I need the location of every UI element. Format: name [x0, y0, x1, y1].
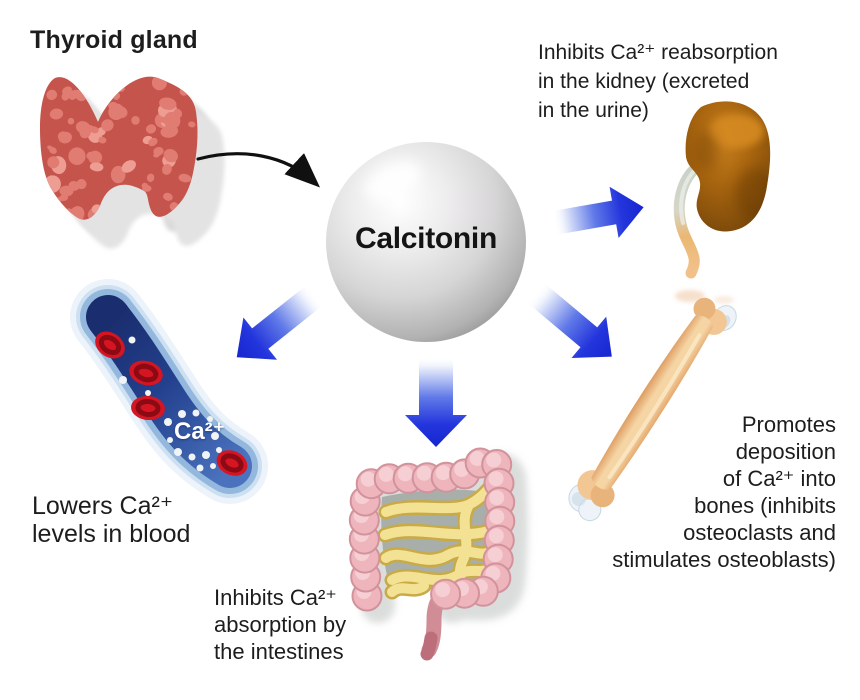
arrow-to-blood-vessel: [236, 284, 324, 360]
secretion-arrow: [196, 152, 321, 188]
label-intestine-effect: Inhibits Ca²⁺ absorption by the intestin…: [214, 585, 347, 664]
sphere-highlight: [364, 161, 422, 201]
label-calcium-ion: Ca²⁺: [174, 418, 226, 445]
label-calcitonin: Calcitonin: [354, 222, 497, 255]
label-kidney-effect: Inhibits Ca²⁺ reabsorption in the kidney…: [538, 41, 778, 122]
title-thyroid-gland: Thyroid gland: [30, 26, 198, 54]
calcitonin-sphere: [326, 142, 526, 342]
bone-illustration: [568, 297, 737, 522]
label-bone-effect: Promotes deposition of Ca²⁺ into bones (…: [612, 412, 836, 572]
red-blood-cells: [95, 331, 248, 476]
arrow-to-kidney: [551, 186, 644, 239]
blood-vessel-illustration: [70, 279, 268, 504]
arrow-to-bone: [527, 283, 612, 359]
calcium-ion-dots: [119, 336, 222, 472]
intestines-illustration: [348, 447, 516, 661]
large-intestine: [348, 447, 516, 612]
kidney-illustration: [673, 101, 771, 304]
arrow-to-intestines: [405, 357, 467, 447]
label-blood-effect: Lowers Ca²⁺ levels in blood: [32, 492, 191, 548]
